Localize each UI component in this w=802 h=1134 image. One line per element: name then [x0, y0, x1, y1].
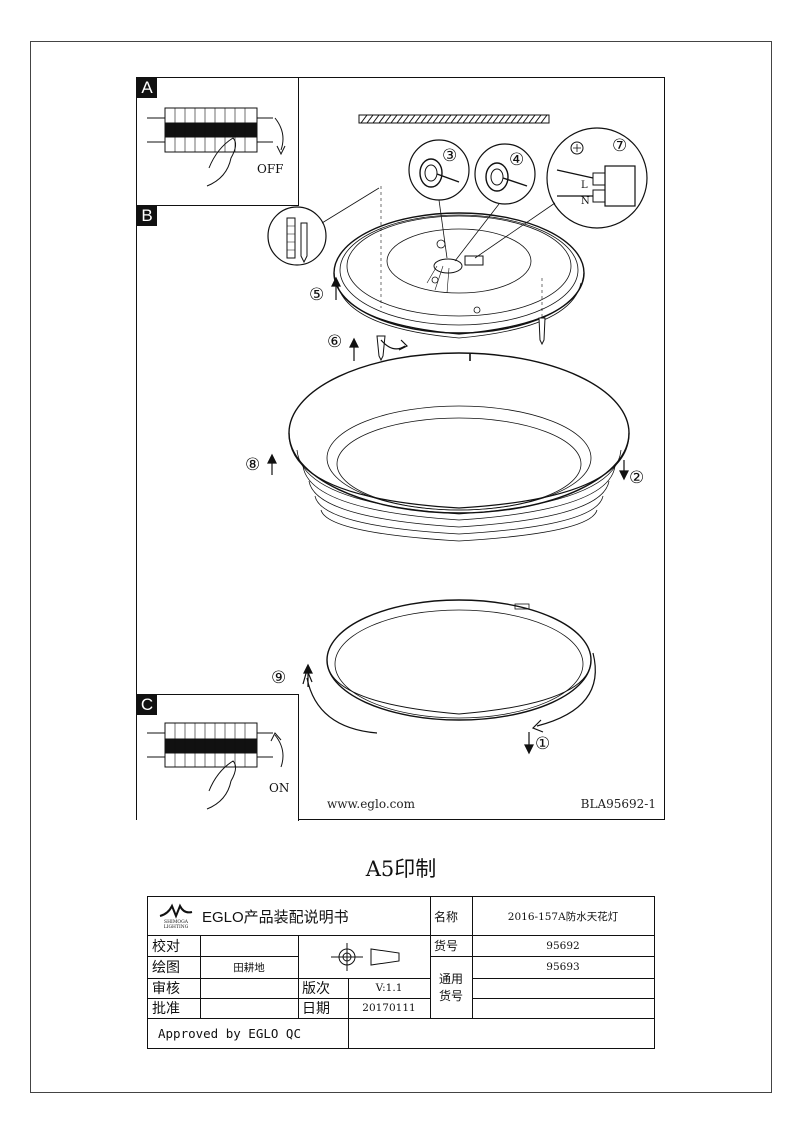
- step-2-label: ②: [629, 468, 645, 488]
- name-label: 名称: [434, 909, 459, 924]
- item-no-label: 货号: [434, 939, 459, 953]
- date-label: 日期: [302, 1001, 330, 1017]
- circuit-breaker-on-icon: [147, 722, 284, 810]
- switch-off-label: OFF: [257, 162, 284, 176]
- exploded-assembly-drawing: [267, 114, 648, 755]
- terminal-block-callout: [474, 127, 648, 259]
- common-label-line-2: 货号: [438, 989, 463, 1003]
- wall-plug-callout: [267, 187, 380, 266]
- rotation-arrow-icon: [302, 339, 596, 734]
- logo-line-2: LIGHTING: [163, 925, 189, 930]
- draw-value: 田耕地: [233, 961, 265, 974]
- check-label: 校对: [152, 938, 180, 955]
- section-label-c: C: [137, 695, 157, 715]
- document-title: EGLO产品装配说明书: [202, 908, 349, 926]
- circuit-breaker-off-icon: [147, 107, 286, 187]
- draw-label: 绘图: [152, 960, 180, 976]
- common-item-label: 通用 货号: [430, 956, 472, 1018]
- approve-label: 批准: [152, 1001, 180, 1017]
- title-block: SHIMOGA LIGHTING EGLO产品装配说明书 名称 2016-157…: [147, 896, 655, 1049]
- lamp-housing: [288, 352, 630, 542]
- section-label-b: B: [137, 206, 157, 226]
- date-value: 20170111: [362, 1002, 416, 1014]
- version-label: 版次: [302, 981, 330, 997]
- projection-symbol-icon: [298, 935, 430, 978]
- section-label-a: A: [137, 78, 157, 98]
- review-label: 审核: [152, 981, 180, 997]
- print-format-title: A5印制: [365, 857, 437, 881]
- company-logo: SHIMOGA LIGHTING: [152, 899, 200, 933]
- item-no-value-1: 95692: [546, 939, 580, 952]
- instruction-panel: OFF A B: [136, 77, 665, 821]
- item-no-value-2: 95693: [546, 961, 580, 973]
- step-9-label: ⑨: [271, 668, 287, 688]
- logo-line-1: SHIMOGA: [164, 920, 188, 925]
- step-5-label: ⑤: [309, 285, 325, 305]
- inset-switch-on: C ON: [137, 694, 299, 821]
- step-8-label: ⑧: [245, 455, 261, 475]
- switch-on-label: ON: [269, 781, 290, 795]
- logo-mark-icon: [159, 903, 193, 919]
- common-label-line-1: 通用: [438, 972, 463, 986]
- inset-switch-off: OFF: [137, 78, 299, 206]
- version-value: V:1.1: [375, 982, 403, 994]
- cable-gland-callout: [408, 139, 536, 262]
- step-1-label: ①: [535, 734, 551, 754]
- approval-note: Approved by EGLO QC: [158, 1025, 301, 1041]
- wire-l-label: L: [581, 180, 588, 191]
- page-border: [30, 41, 772, 1093]
- direction-arrow-icon: [267, 276, 629, 755]
- step-4-label: ④: [509, 150, 525, 170]
- document-code: BLA95692-1: [580, 797, 656, 811]
- base-plate: [333, 212, 585, 339]
- step-3-label: ③: [442, 146, 458, 166]
- diffuser-cover: [326, 599, 592, 721]
- step-7-label: ⑦: [612, 136, 628, 156]
- name-value: 2016-157A防水天花灯: [507, 910, 619, 923]
- website-link[interactable]: www.eglo.com: [327, 797, 415, 811]
- ceiling-hatch-icon: [358, 114, 550, 124]
- step-6-label: ⑥: [327, 332, 343, 352]
- screw-icon: [376, 186, 546, 362]
- wire-n-label: N: [581, 196, 590, 207]
